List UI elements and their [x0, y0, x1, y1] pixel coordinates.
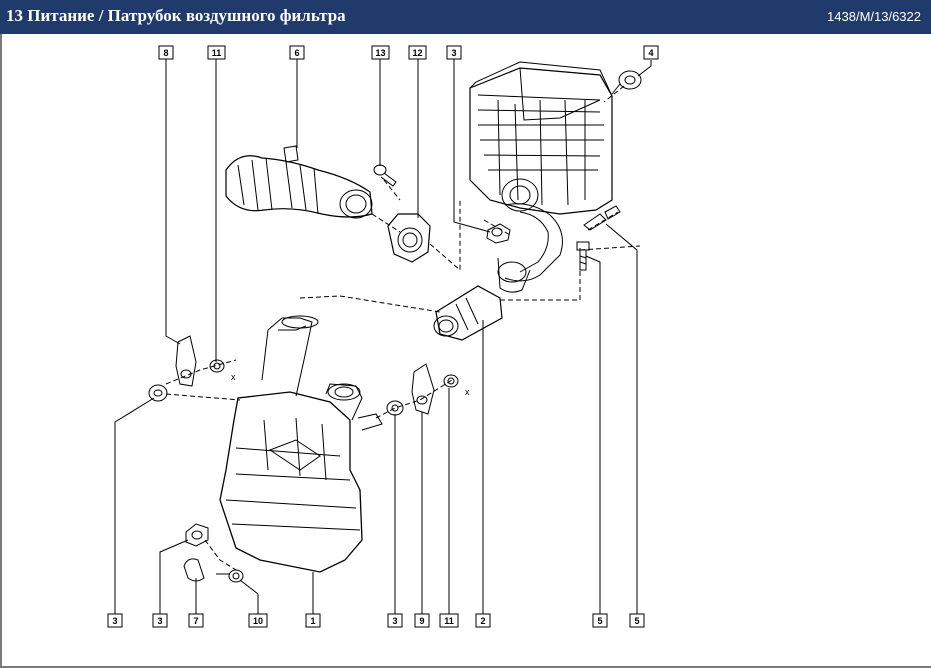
- callout-label: 6: [294, 48, 299, 58]
- callout-label: 8: [163, 48, 168, 58]
- callout-label: 5: [597, 616, 602, 626]
- x-mark-right: x: [465, 387, 470, 397]
- title-bar: 13 Питание / Патрубок воздушного фильтра…: [0, 0, 931, 34]
- callout-label: 7: [193, 616, 198, 626]
- callout-3-bottom-a: 3: [107, 613, 123, 628]
- callout-label: 12: [412, 48, 422, 58]
- part-3-grommet-right: [386, 400, 404, 416]
- callout-11-bottom: 11: [439, 613, 459, 628]
- callout-label: 11: [444, 616, 454, 626]
- callout-label: 11: [212, 48, 222, 58]
- callout-1-bottom: 1: [305, 613, 321, 628]
- part-12-flange: [387, 213, 431, 263]
- part-9-bracket-right: [411, 363, 435, 415]
- callout-13-top: 13: [371, 45, 390, 60]
- callout-label: 1: [310, 616, 315, 626]
- callout-8-top: 8: [158, 45, 174, 60]
- part-11-nut-left: [209, 359, 225, 373]
- throttle-body-drawing: [469, 61, 613, 293]
- callout-label: 3: [392, 616, 397, 626]
- callout-5-bottom-a: 5: [592, 613, 608, 628]
- diagram-reference: 1438/M/13/6322: [827, 9, 921, 24]
- callout-11-top: 11: [207, 45, 226, 60]
- callout-label: 3: [451, 48, 456, 58]
- part-13-screw: [373, 164, 397, 187]
- callout-label: 13: [375, 48, 385, 58]
- diagram-frame: [0, 34, 931, 668]
- part-5-screw-a: [583, 205, 621, 231]
- callout-label: 10: [253, 616, 263, 626]
- part-11-nut-right: [443, 374, 459, 388]
- callout-2-bottom: 2: [475, 613, 491, 628]
- callout-label: 3: [112, 616, 117, 626]
- callout-9-bottom: 9: [414, 613, 430, 628]
- callout-leader-lines: [114, 58, 652, 614]
- page-title: 13 Питание / Патрубок воздушного фильтра: [6, 6, 346, 25]
- assembly-guide-lines: [165, 85, 641, 571]
- part-1-air-filter-housing: [219, 315, 383, 573]
- callout-3-bottom-b: 3: [152, 613, 168, 628]
- callout-5-bottom-b: 5: [629, 613, 645, 628]
- part-10-bolt: [216, 569, 244, 583]
- callout-label: 5: [634, 616, 639, 626]
- callout-4-top: 4: [643, 45, 659, 60]
- callout-label: 4: [648, 48, 653, 58]
- callout-3-top: 3: [446, 45, 462, 60]
- part-2-coupling-hose: [433, 285, 503, 341]
- callout-label: 3: [157, 616, 162, 626]
- x-mark-left: x: [231, 372, 236, 382]
- part-7-clip: [183, 558, 205, 582]
- part-3-grommet-bottom: [185, 523, 209, 547]
- part-4-grommet: [611, 70, 642, 95]
- part-6-intake-hose: [225, 145, 373, 219]
- callout-label: 2: [480, 616, 485, 626]
- callout-10-bottom: 10: [248, 613, 268, 628]
- part-3-grommet-left: [148, 384, 168, 402]
- callout-12-top: 12: [408, 45, 427, 60]
- callout-3-bottom-c: 3: [387, 613, 403, 628]
- part-3-grommet-top: [486, 223, 511, 244]
- callout-6-top: 6: [289, 45, 305, 60]
- callout-label: 9: [419, 616, 424, 626]
- callout-7-bottom: 7: [188, 613, 204, 628]
